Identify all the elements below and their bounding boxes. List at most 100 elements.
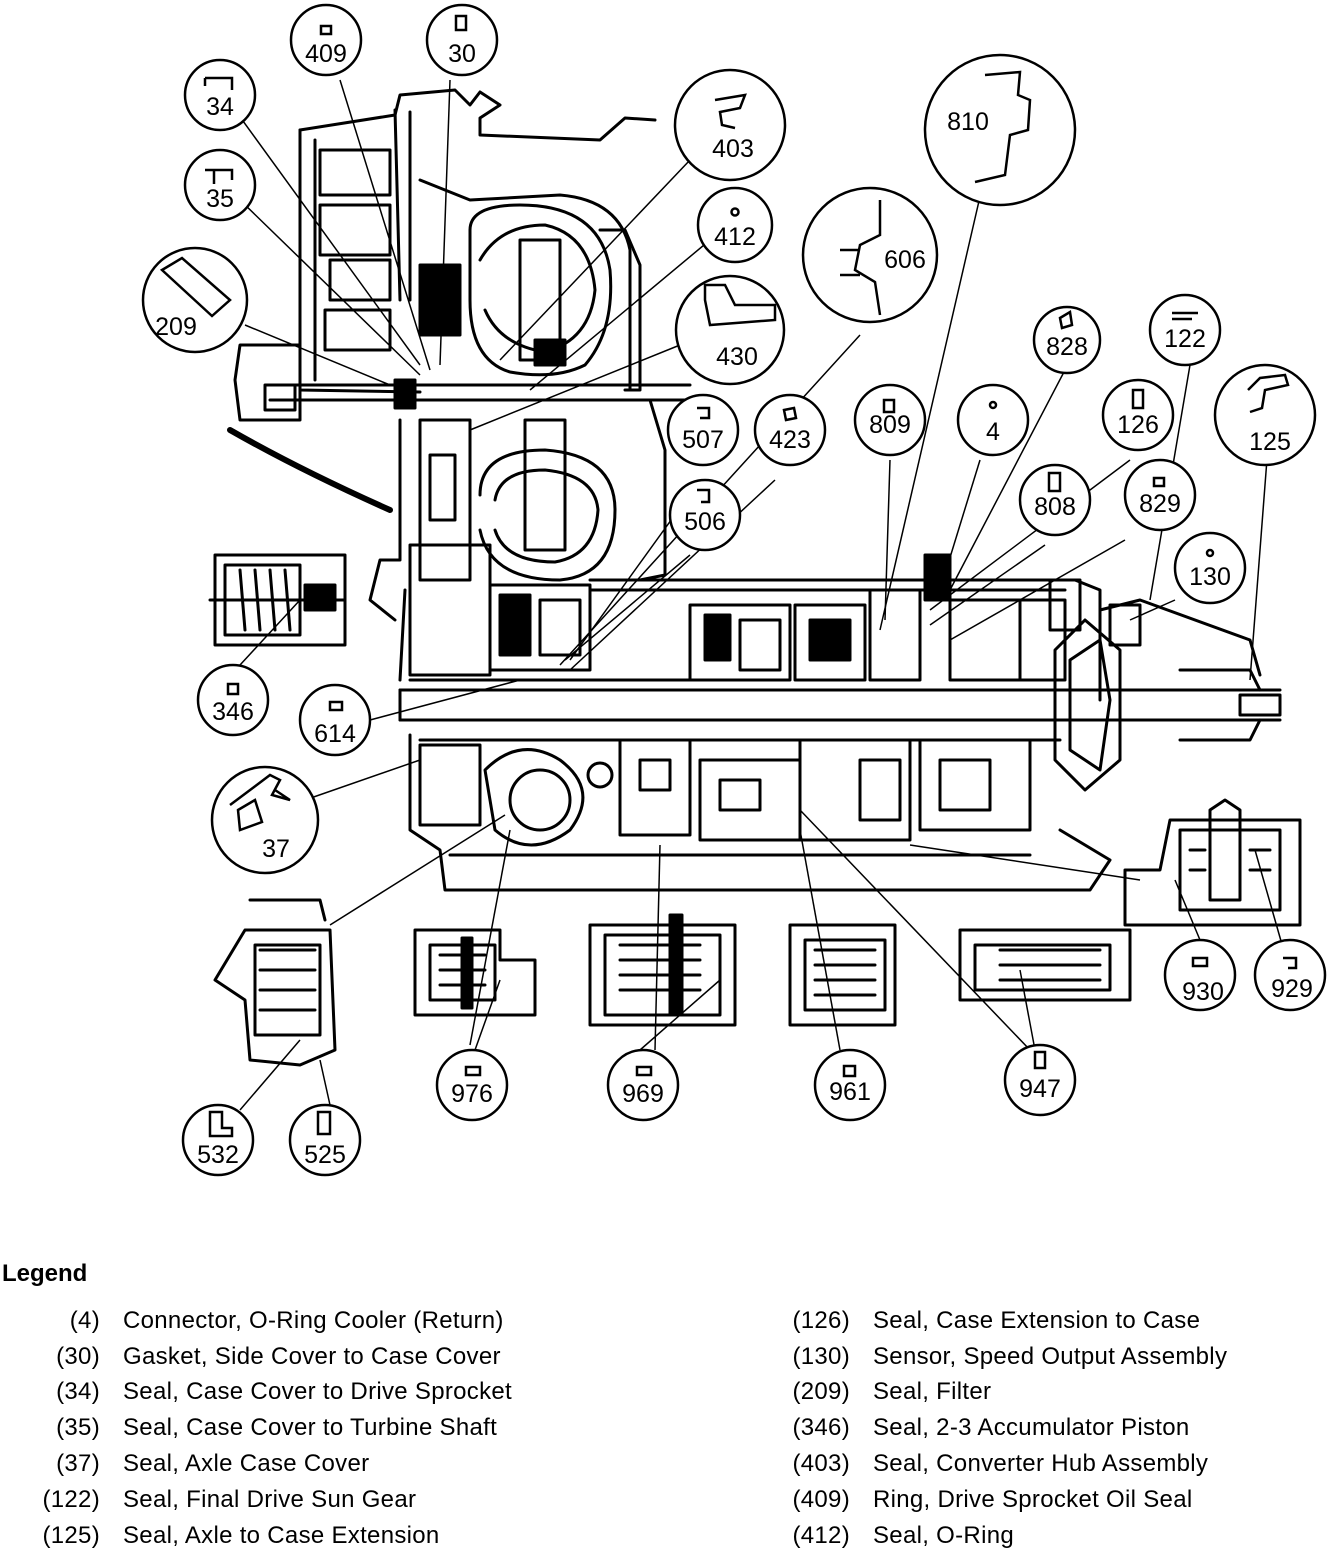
callout-808-circle	[1018, 463, 1092, 537]
legend-item-description: Connector, O-Ring Cooler (Return)	[123, 1306, 504, 1334]
seal-icon	[1047, 471, 1062, 493]
callout-37-label: 37	[262, 835, 290, 863]
callout-125-circle	[1213, 363, 1317, 467]
legend-item: (4)Connector, O-Ring Cooler (Return)	[0, 1303, 512, 1339]
callout-506-label: 506	[684, 508, 726, 536]
seal-icon	[328, 700, 344, 712]
legend-item: (403)Seal, Converter Hub Assembly	[770, 1446, 1227, 1482]
callout-403-label: 403	[712, 135, 754, 163]
callout-122-circle	[1148, 293, 1222, 367]
o-ring-icon	[988, 400, 998, 410]
ring-icon	[782, 406, 798, 422]
callout-409-label: 409	[305, 40, 347, 68]
seal-icon	[316, 1110, 332, 1136]
legend-item: (125) Seal, Axle to Case Extension	[0, 1518, 512, 1554]
callout-423-circle	[753, 393, 827, 467]
callout-430-circle	[674, 274, 786, 386]
callout-828-circle	[1032, 305, 1102, 375]
legend-item-number: (412)	[792, 1521, 850, 1549]
callout-126-label: 126	[1117, 411, 1159, 439]
legend-item: (130)Sensor, Speed Output Assembly	[770, 1339, 1227, 1375]
callout-947-label: 947	[1019, 1075, 1061, 1103]
ring-icon	[1283, 956, 1298, 970]
callout-961-circle	[813, 1048, 887, 1122]
callout-525-circle	[288, 1103, 362, 1177]
legend-item-number: (35)	[56, 1414, 100, 1442]
callout-30-circle	[425, 3, 499, 77]
legend-item-description: Seal, Filter	[873, 1378, 992, 1406]
legend-item-number: (30)	[56, 1342, 100, 1370]
legend-item: (412)Seal, O-Ring	[770, 1518, 1227, 1554]
o-ring-icon	[1205, 548, 1215, 558]
axle-seal-icon	[229, 773, 291, 832]
callout-829-label: 829	[1139, 490, 1181, 518]
legend-item: (122)Seal, Final Drive Sun Gear	[0, 1482, 512, 1518]
seal-icon	[635, 1065, 653, 1077]
callout-930-circle	[1163, 938, 1237, 1012]
legend-item-description: Sensor, Speed Output Assembly	[873, 1342, 1228, 1370]
callout-808-label: 808	[1034, 493, 1076, 521]
legend-item: (37)Seal, Axle Case Cover	[0, 1446, 512, 1482]
callout-409-circle	[289, 3, 363, 77]
legend-item-description: Seal, Final Drive Sun Gear	[123, 1485, 417, 1513]
seal-icon	[1191, 956, 1209, 968]
callout-525-label: 525	[304, 1141, 346, 1169]
seal-icon	[1033, 1050, 1047, 1070]
legend-item-number: (125)	[42, 1521, 100, 1549]
ring-icon	[697, 488, 711, 504]
callout-828-label: 828	[1046, 333, 1088, 361]
ring-icon	[697, 406, 711, 420]
callout-929-label: 929	[1271, 975, 1313, 1003]
legend-item-description: Gasket, Side Cover to Case Cover	[123, 1342, 501, 1370]
callout-614-label: 614	[314, 720, 356, 748]
seal-icon	[1152, 476, 1166, 488]
callout-403-circle	[673, 68, 787, 182]
legend-item-description: Seal, 2-3 Accumulator Piston	[873, 1414, 1190, 1442]
callout-961-label: 961	[829, 1078, 871, 1106]
legend-title: Legend	[2, 1260, 88, 1287]
o-ring-icon	[730, 207, 740, 217]
callout-4-circle	[956, 383, 1030, 457]
seal-icon	[882, 398, 896, 414]
callout-976-circle	[435, 1048, 509, 1122]
callout-976-label: 976	[451, 1080, 493, 1108]
callout-929-circle	[1253, 938, 1327, 1012]
legend-item: (209)Seal, Filter	[770, 1375, 1227, 1411]
callout-37-circle	[210, 765, 320, 875]
seal-profile-icon	[840, 200, 882, 316]
legend-item-number: (346)	[792, 1414, 850, 1442]
legend-item: (409) Ring, Drive Sprocket Oil Seal	[770, 1482, 1227, 1518]
legend-item-number: (409)	[792, 1485, 850, 1513]
legend-item-number: (34)	[56, 1378, 100, 1406]
legend-item-description: Seal, Case Cover to Turbine Shaft	[123, 1414, 498, 1442]
callout-35-label: 35	[206, 185, 234, 213]
callout-430-label: 430	[716, 343, 758, 371]
callout-930-label: 930	[1182, 978, 1224, 1006]
seal-icon	[464, 1065, 482, 1077]
callout-507-label: 507	[682, 426, 724, 454]
callout-4-label: 4	[986, 418, 1000, 446]
legend-item-description: Ring, Drive Sprocket Oil Seal	[873, 1485, 1193, 1513]
callout-130-label: 130	[1189, 563, 1231, 591]
lip-seal-icon	[205, 168, 234, 184]
callout-346-circle	[196, 663, 270, 737]
lip-seal-icon	[1247, 373, 1290, 414]
callout-412-label: 412	[714, 223, 756, 251]
callout-810-label: 810	[947, 108, 989, 136]
legend-item-description: Seal, Axle to Case Extension	[123, 1521, 440, 1549]
callout-969-circle	[606, 1048, 680, 1122]
hub-seal-icon	[714, 93, 747, 130]
seal-profile-icon	[703, 283, 777, 327]
legend-item: (346) Seal, 2-3 Accumulator Piston	[770, 1410, 1227, 1446]
flat-seal-icon	[319, 24, 333, 36]
callout-glyphs	[159, 14, 1298, 1138]
seal-profile-icon	[974, 70, 1032, 184]
callout-532-circle	[181, 1103, 255, 1177]
flat-seal-icon	[1172, 311, 1198, 321]
callout-130-circle	[1173, 531, 1247, 605]
callout-606-label: 606	[884, 246, 926, 274]
callout-labels: 409 30 34 35 209 403 412 430 810 606 828…	[155, 40, 1313, 1169]
callout-125-label: 125	[1249, 428, 1291, 456]
callout-34-circle	[183, 58, 257, 132]
seal-icon	[1131, 388, 1145, 410]
